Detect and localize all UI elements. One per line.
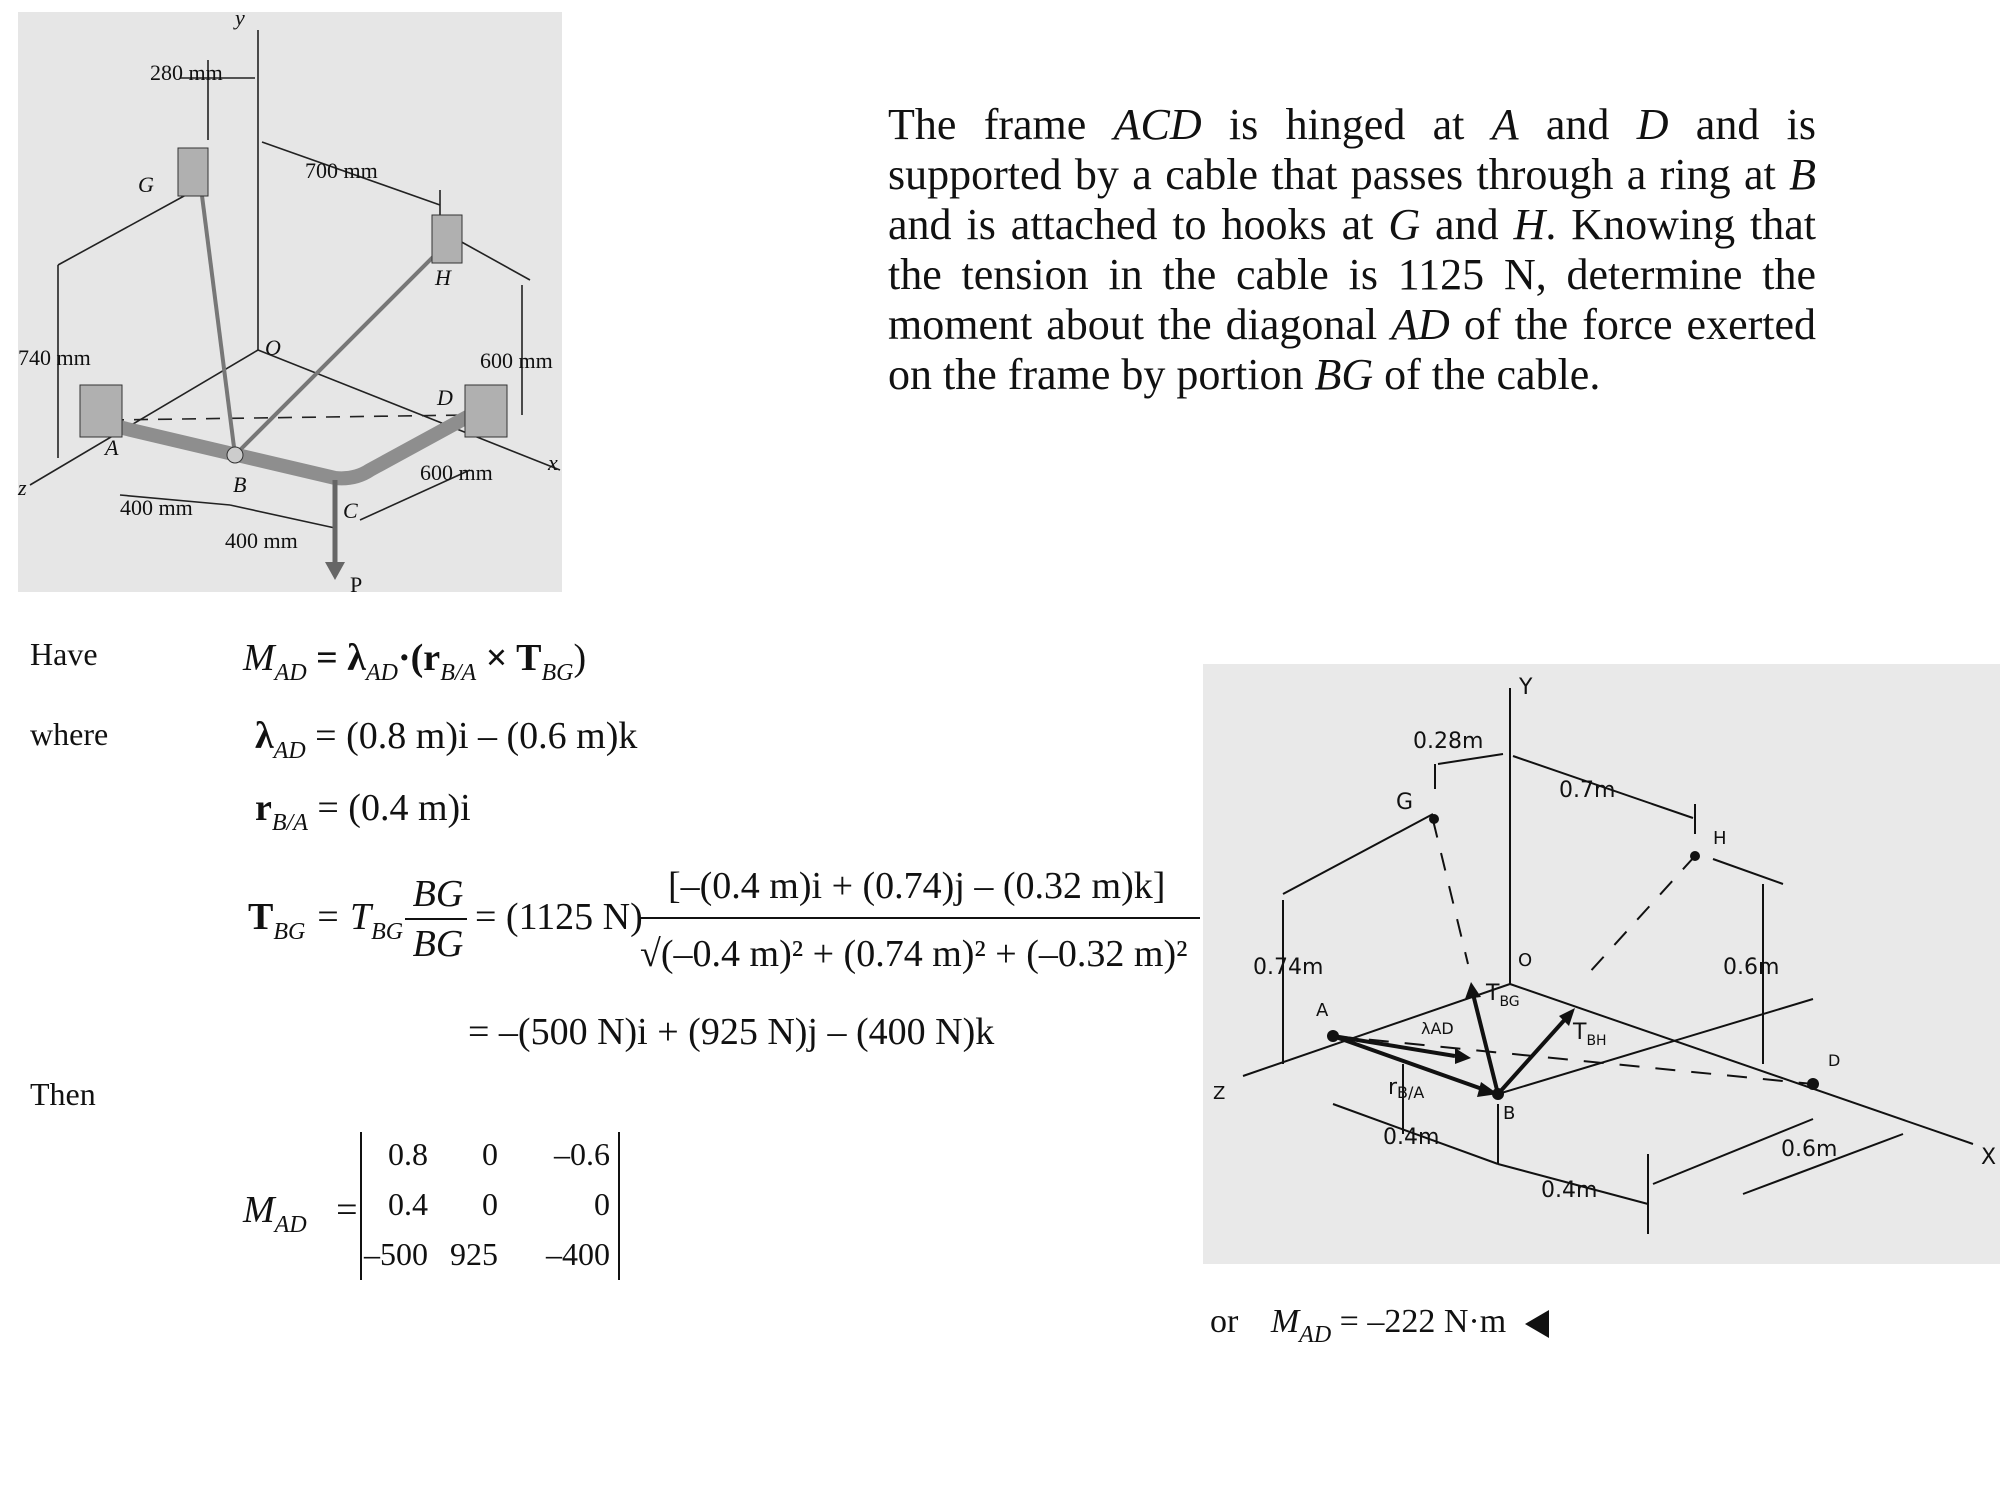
equation-moment: MAD = λAD·(rB/A × TBG) [243,637,587,686]
label-p: P [350,572,362,597]
sketch-label-r: rB/A [1388,1075,1424,1102]
sketch-label-b: B [1503,1103,1515,1124]
equation-tension-lhs: TBG = TBG [248,896,404,945]
label-a: A [103,435,119,460]
label-b: B [233,472,246,497]
label-have: Have [30,636,98,672]
frame-figure [18,12,562,592]
sketch-dim-06-height: 0.6m [1723,955,1779,980]
hand-sketch [1203,664,2000,1264]
sketch-label-h: H [1713,828,1727,849]
sketch-dim-06-depth: 0.6m [1781,1137,1837,1162]
sketch-label-t-bh: TBH [1572,1020,1607,1049]
dim-400-left: 400 mm [120,495,193,520]
sketch-dim-028: 0.28m [1413,729,1483,754]
sketch-label-o: O [1518,950,1532,971]
frac-bar-1 [405,918,467,920]
label-h: H [434,265,452,290]
frac-num: BG [412,873,464,915]
sketch-label-y: Y [1518,675,1533,700]
frac-den: BG [412,923,464,965]
final-answer: or MAD = –222 N·m [1210,1303,1549,1348]
answer-marker-icon [1524,1310,1549,1339]
tension-denominator: √(–0.4 m)² + (0.74 m)² + (–0.32 m)² [640,933,1188,975]
sketch-label-z: Z [1213,1083,1225,1104]
sketch-label-d: D [1828,1051,1840,1070]
dim-600-depth: 600 mm [420,460,493,485]
label-then: Then [30,1076,96,1112]
sketch-dim-07: 0.7m [1559,778,1615,803]
sketch-label-t-bg: TBG [1485,981,1520,1010]
equation-r: rB/A = (0.4 m)i [255,787,471,836]
sketch-label-x: X [1981,1145,1996,1170]
sketch-dim-04-a: 0.4m [1383,1125,1439,1150]
sketch-label-a: A [1316,1000,1329,1021]
frame-figure-drawing: y 280 mm G 700 mm H 740 mm O 600 mm D A … [17,5,561,597]
label-d: D [436,385,453,410]
dim-280: 280 mm [150,60,223,85]
determinant: 0.8 0 –0.6 0.4 0 0 –500 925 –400 [360,1132,620,1280]
label-where: where [30,716,109,752]
hand-sketch-drawing: Y 0.28m 0.7m G H 0.74m O 0.6m A TBG TBH … [1213,675,1996,1234]
problem-statement: The frame ACD is hinged at A and D and i… [888,100,1817,399]
label-y: y [233,5,245,30]
label-g: G [138,172,154,197]
sketch-dim-074: 0.74m [1253,955,1323,980]
tension-numerator: [–(0.4 m)i + (0.74)j – (0.32 m)k] [668,865,1166,907]
matrix-lhs: MAD = [243,1189,358,1238]
dim-700: 700 mm [305,158,378,183]
equation-lambda: λAD = (0.8 m)i – (0.6 m)k [255,715,638,764]
tension-coef: = (1125 N) [475,896,643,938]
label-z: z [17,475,27,500]
frac-bar-2 [640,917,1200,919]
equation-tension-result: = –(500 N)i + (925 N)j – (400 N)k [468,1011,995,1053]
dim-740: 740 mm [18,345,91,370]
label-o: O [265,335,281,360]
label-x: x [547,450,558,475]
dim-600-height: 600 mm [480,348,553,373]
dim-400-right: 400 mm [225,528,298,553]
label-c: C [343,498,358,523]
sketch-label-g: G [1396,790,1413,815]
sketch-dim-04-b: 0.4m [1541,1178,1597,1203]
sketch-label-lambda: λAD [1421,1019,1454,1038]
